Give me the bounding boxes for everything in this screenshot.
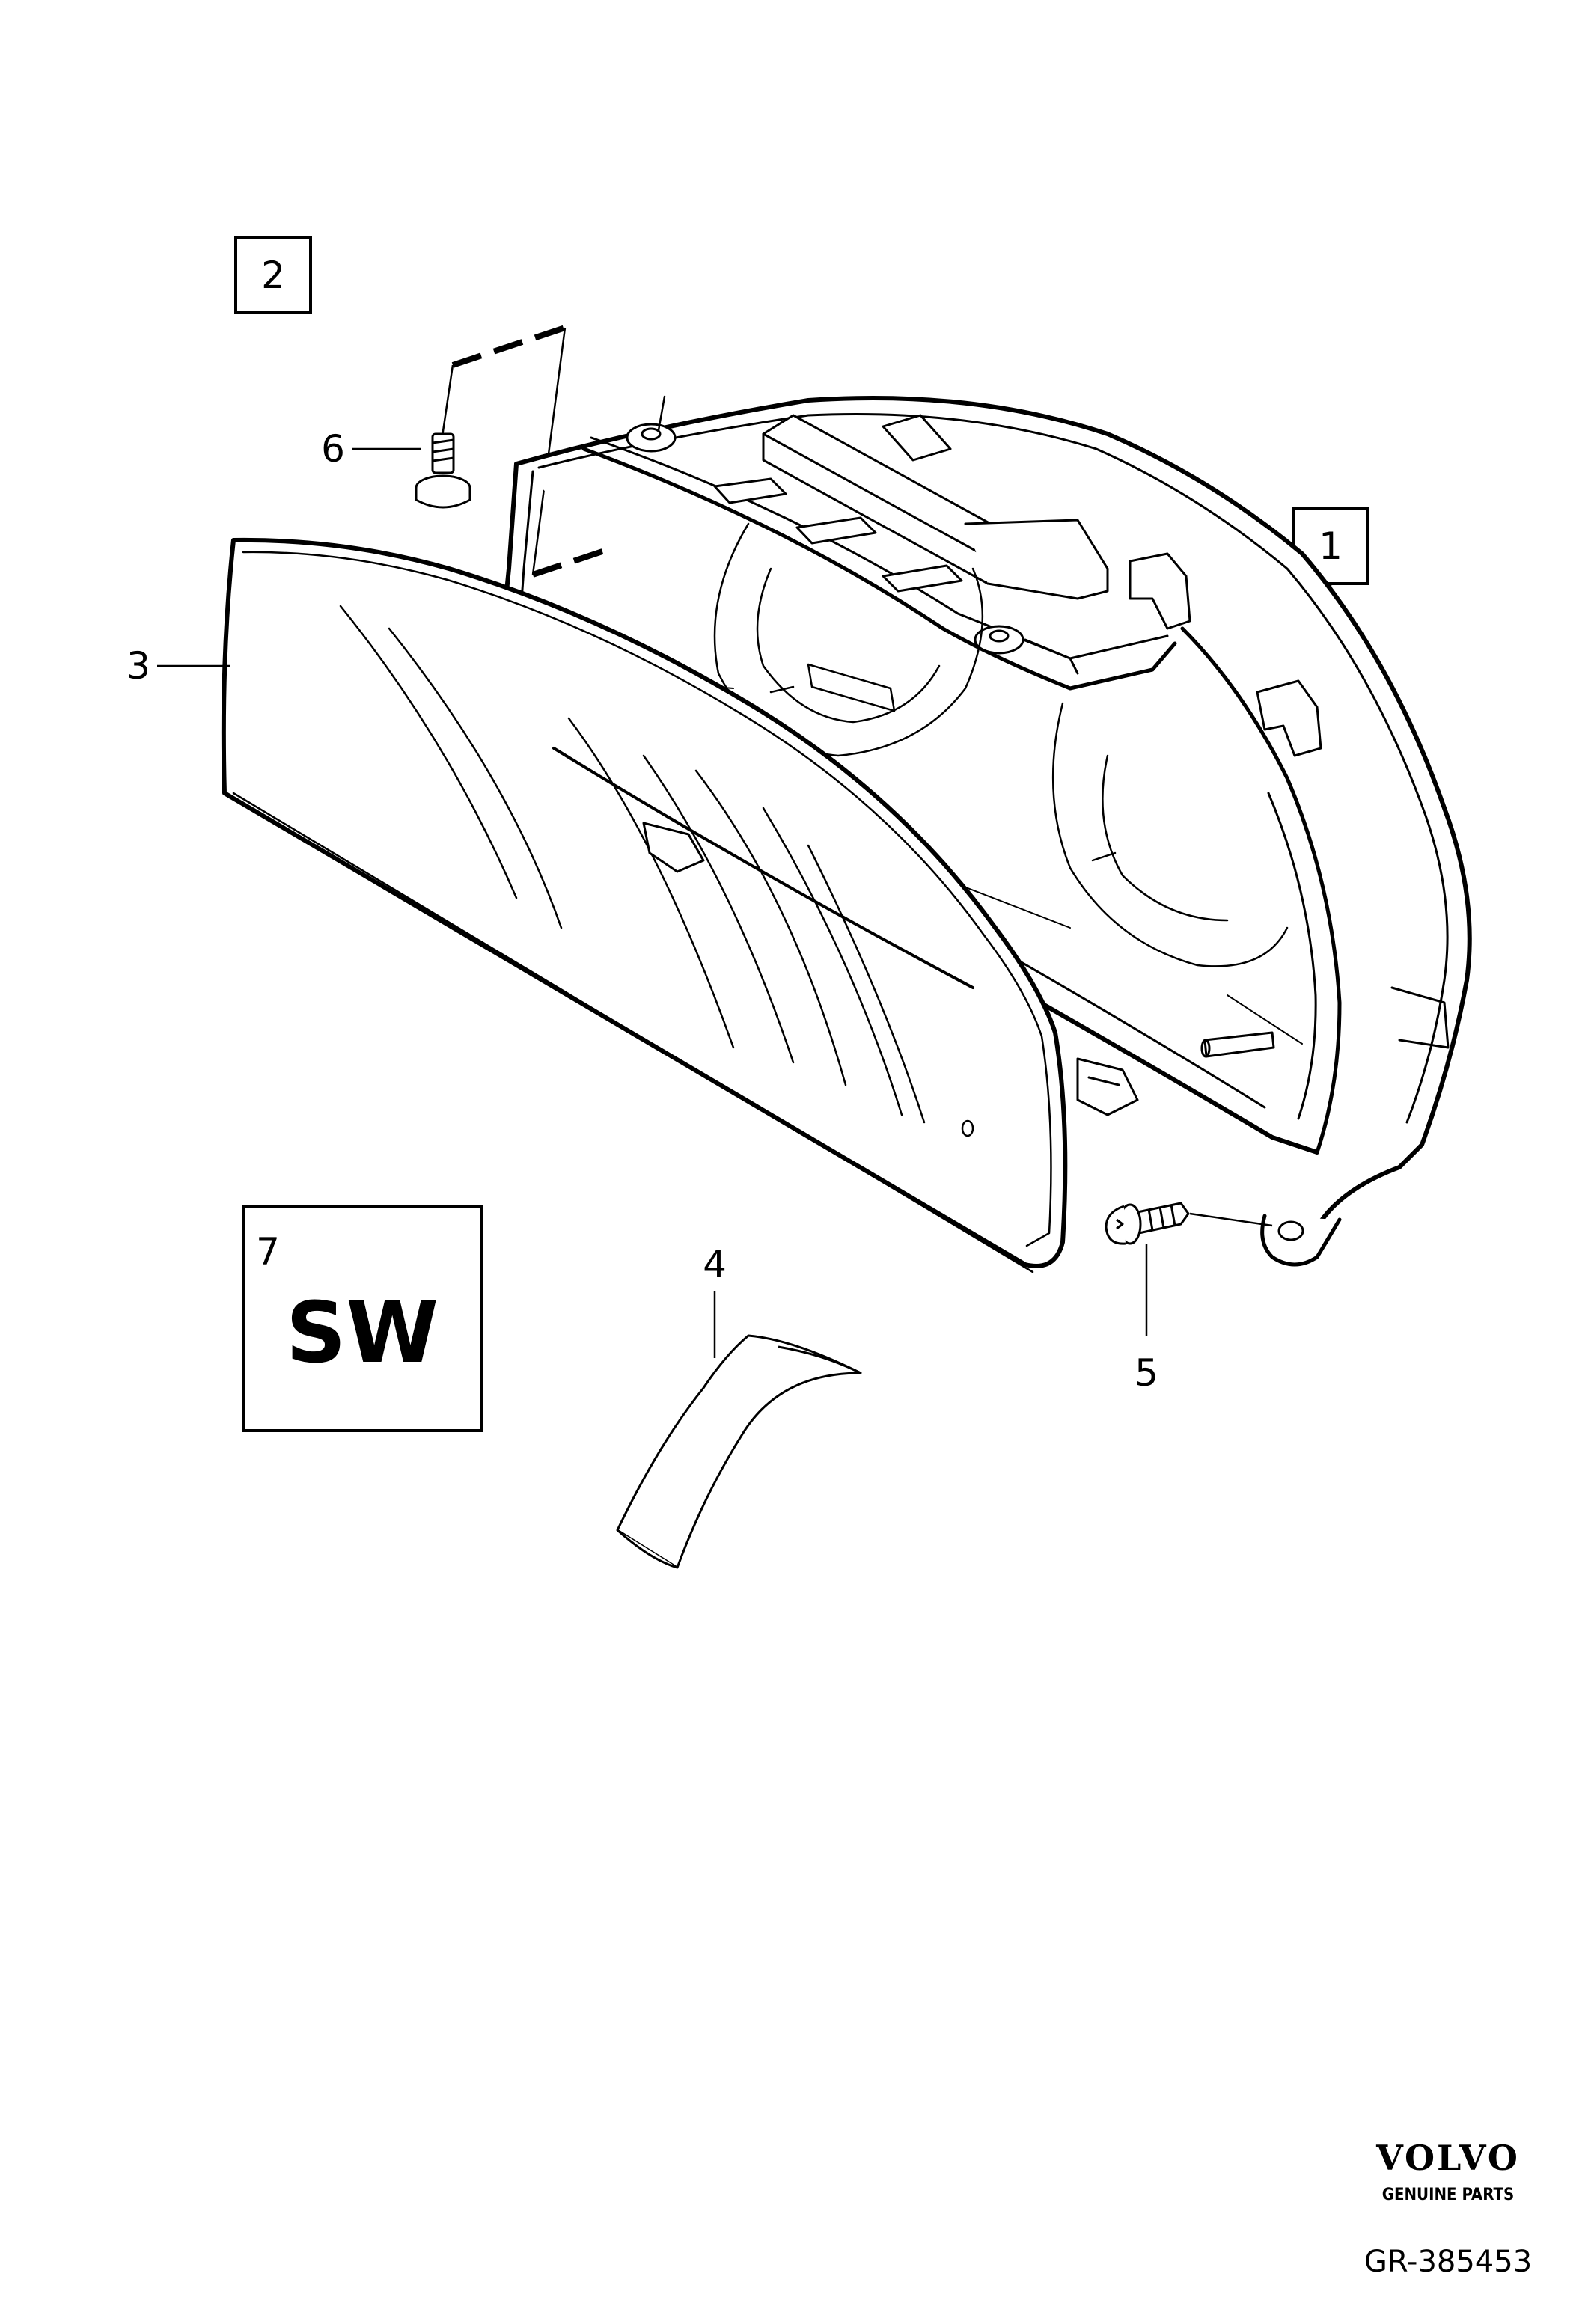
brand-tagline: GENUINE PARTS bbox=[1382, 2186, 1515, 2204]
brand-name: VOLVO bbox=[1375, 2138, 1520, 2178]
callout-6-label: 6 bbox=[321, 427, 345, 471]
software-box: 7 SW bbox=[242, 1205, 483, 1432]
cluster-lens bbox=[221, 537, 1068, 1273]
callout-1: 1 bbox=[1292, 507, 1369, 659]
callout-2: 2 bbox=[234, 236, 312, 314]
software-label: SW bbox=[286, 1285, 439, 1382]
screw-5 bbox=[1105, 1202, 1190, 1245]
callout-2-label: 2 bbox=[261, 254, 285, 297]
bracket-leaders bbox=[440, 327, 567, 575]
screw-6 bbox=[415, 432, 471, 509]
callout-1-label: 1 bbox=[1319, 525, 1343, 568]
callout-5: 5 bbox=[1135, 1212, 1273, 1395]
callout-5-label: 5 bbox=[1135, 1351, 1158, 1395]
callout-4: 4 bbox=[703, 1243, 727, 1358]
film-strip-4 bbox=[616, 1334, 862, 1569]
callout-7-label: 7 bbox=[256, 1230, 280, 1273]
callout-3-label: 3 bbox=[126, 644, 150, 688]
callout-4-label: 4 bbox=[703, 1243, 727, 1286]
callout-6: 6 bbox=[321, 427, 421, 471]
reference-code: GR-385453 bbox=[1364, 2245, 1532, 2279]
volvo-logo: VOLVO GENUINE PARTS bbox=[1375, 2138, 1520, 2204]
callout-3: 3 bbox=[126, 644, 230, 688]
